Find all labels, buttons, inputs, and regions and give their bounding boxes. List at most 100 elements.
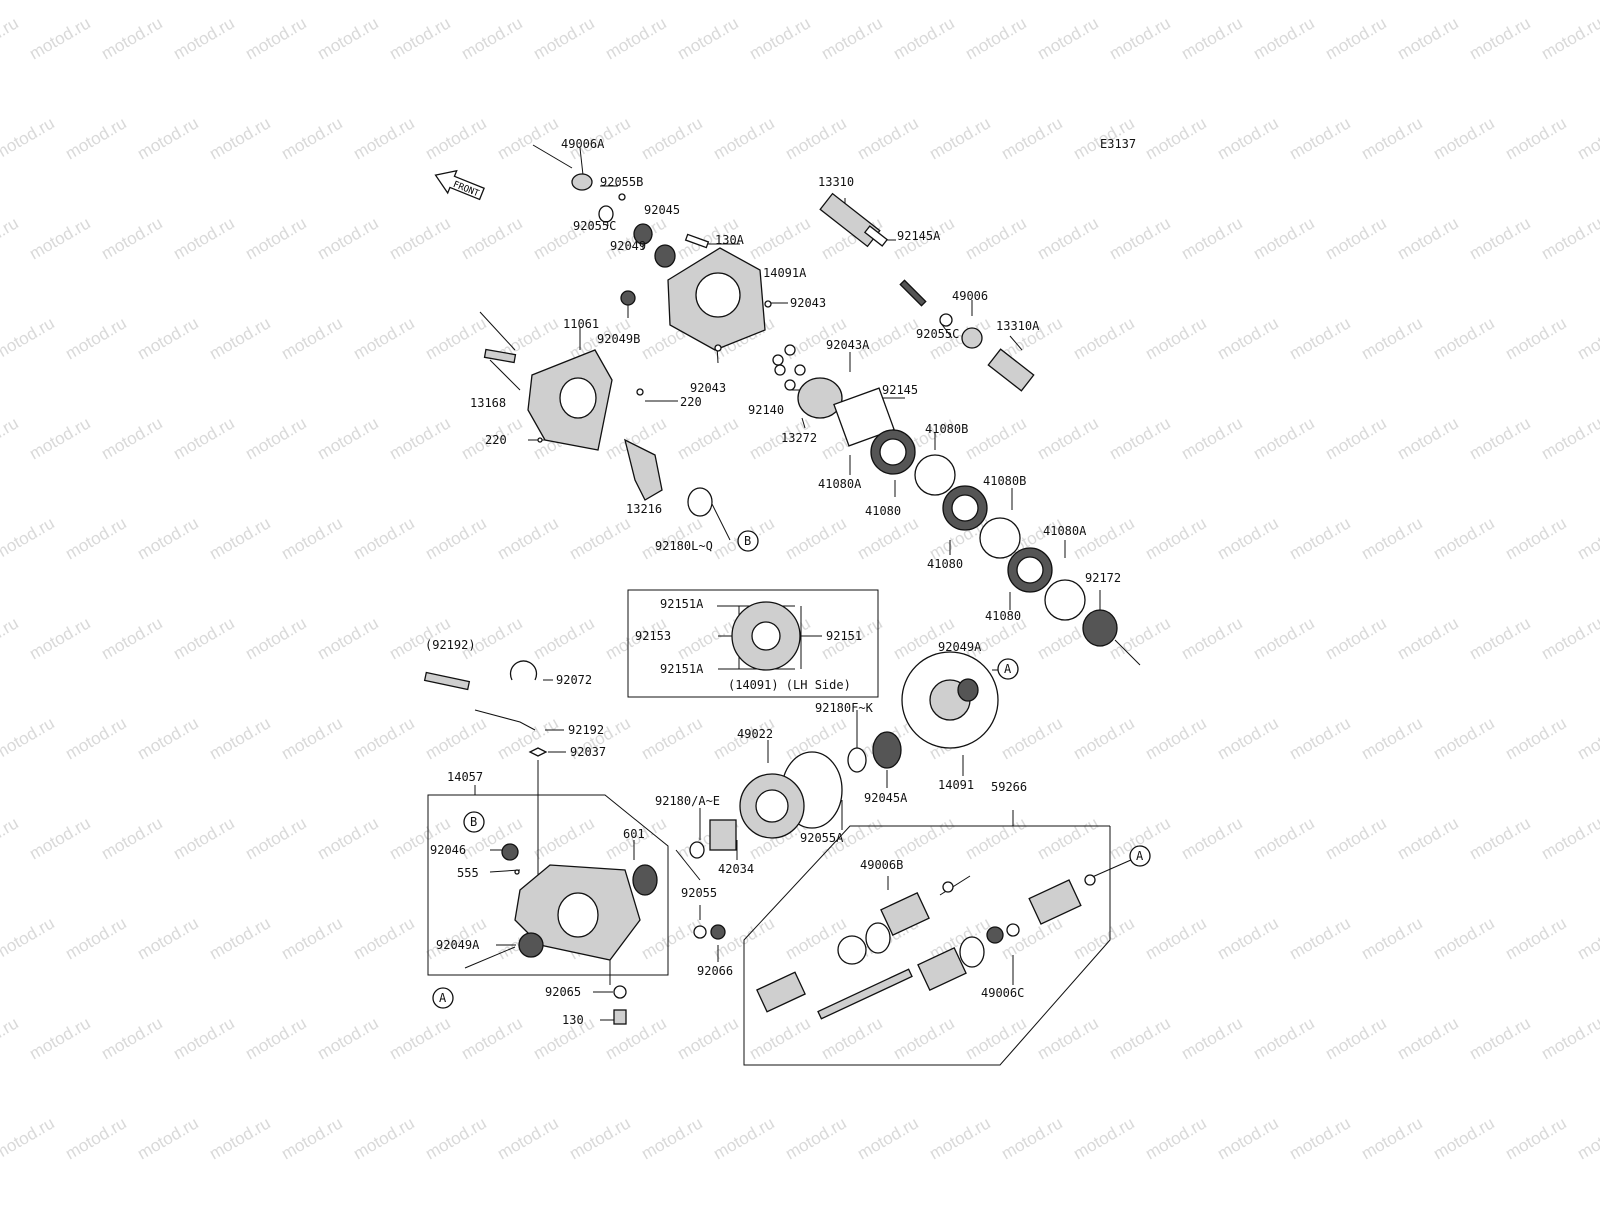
watermark-text: motod.ru: [1286, 713, 1354, 763]
part-label: 14091A: [763, 266, 807, 280]
watermark-text: motod.ru: [314, 813, 382, 863]
part-label: 92046: [430, 843, 466, 857]
watermark-text: motod.ru: [494, 1113, 562, 1163]
watermark-text: motod.ru: [386, 13, 454, 63]
watermark-text: motod.ru: [998, 713, 1066, 763]
watermark-text: motod.ru: [0, 313, 58, 363]
watermark-text: motod.ru: [1250, 413, 1318, 463]
watermark-text: motod.ru: [1538, 13, 1600, 63]
inset-caption: (14091) (LH Side): [728, 678, 851, 692]
watermark-text: motod.ru: [1250, 13, 1318, 63]
watermark-text: motod.ru: [350, 113, 418, 163]
watermark-text: motod.ru: [278, 1113, 346, 1163]
watermark-text: motod.ru: [530, 13, 598, 63]
oring-shape: [598, 205, 614, 223]
part-label: 130: [562, 1013, 584, 1027]
watermark-text: motod.ru: [494, 713, 562, 763]
watermark-text: motod.ru: [1070, 713, 1138, 763]
watermark-text: motod.ru: [1034, 13, 1102, 63]
watermark-text: motod.ru: [314, 213, 382, 263]
part-label: 13310: [818, 175, 854, 189]
watermark-text: motod.ru: [926, 1113, 994, 1163]
watermark-text: motod.ru: [170, 613, 238, 663]
watermark-text: motod.ru: [1214, 913, 1282, 963]
watermark-text: motod.ru: [242, 413, 310, 463]
part-label: 92045: [644, 203, 680, 217]
part-label: 92151A: [660, 662, 704, 676]
pinion-shape: [624, 438, 663, 501]
watermark-text: motod.ru: [206, 113, 274, 163]
watermark-text: motod.ru: [242, 13, 310, 63]
part-label: 92045A: [864, 791, 908, 805]
diagram-code: E3137: [1100, 137, 1136, 151]
watermark-text: motod.ru: [422, 313, 490, 363]
watermark-text: motod.ru: [1466, 613, 1534, 663]
svg-text:A: A: [439, 991, 447, 1005]
watermark-text: motod.ru: [1142, 913, 1210, 963]
watermark-text: motod.ru: [386, 1013, 454, 1063]
watermark-text: motod.ru: [62, 513, 130, 563]
watermark-text: motod.ru: [0, 113, 58, 163]
seal-shape: [633, 223, 653, 245]
part-label: 92153: [635, 629, 671, 643]
watermark-text: motod.ru: [134, 313, 202, 363]
bolt-shape: [684, 233, 710, 249]
watermark-text: motod.ru: [26, 413, 94, 463]
part-label: 13216: [626, 502, 662, 516]
watermark-text: motod.ru: [890, 13, 958, 63]
watermark-text: motod.ru: [62, 913, 130, 963]
watermark-text: motod.ru: [1250, 213, 1318, 263]
watermark-text: motod.ru: [1322, 1013, 1390, 1063]
watermark-text: motod.ru: [1502, 913, 1570, 963]
watermark-text: motod.ru: [530, 813, 598, 863]
watermark-text: motod.ru: [854, 113, 922, 163]
watermark-text: motod.ru: [674, 13, 742, 63]
watermark-text: motod.ru: [170, 1013, 238, 1063]
watermark-text: motod.ru: [1574, 313, 1600, 363]
watermark-text: motod.ru: [1538, 1013, 1600, 1063]
svg-text:B: B: [470, 815, 477, 829]
watermark-text: motod.ru: [1142, 713, 1210, 763]
watermark-text: motod.ru: [1106, 413, 1174, 463]
watermark-text: motod.ru: [1358, 113, 1426, 163]
watermark-text: motod.ru: [1466, 13, 1534, 63]
axle-shaft-shape: [817, 968, 913, 1020]
watermark-text: motod.ru: [818, 1013, 886, 1063]
part-label: 92055B: [600, 175, 643, 189]
watermark-text: motod.ru: [458, 13, 526, 63]
watermark-text: motod.ru: [566, 513, 634, 563]
watermark-text: motod.ru: [1070, 513, 1138, 563]
watermark-text: motod.ru: [1466, 1013, 1534, 1063]
outer-joint-shape: [1028, 879, 1082, 925]
watermark-text: motod.ru: [62, 313, 130, 363]
watermark-text: motod.ru: [1358, 313, 1426, 363]
part-label: 49006C: [981, 986, 1024, 1000]
watermark-text: motod.ru: [1466, 413, 1534, 463]
watermark-text: motod.ru: [0, 813, 22, 863]
watermark-text: motod.ru: [1286, 313, 1354, 363]
watermark-text: motod.ru: [26, 13, 94, 63]
watermark-text: motod.ru: [206, 713, 274, 763]
watermark-text: motod.ru: [1466, 213, 1534, 263]
watermark-text: motod.ru: [314, 413, 382, 463]
watermark-text: motod.ru: [278, 513, 346, 563]
bearing-small-shape: [620, 290, 636, 306]
watermark-text: motod.ru: [1286, 113, 1354, 163]
watermark-text: motod.ru: [1430, 1113, 1498, 1163]
inset-box: [627, 589, 879, 698]
watermark-text: motod.ru: [1502, 513, 1570, 563]
watermark-text: motod.ru: [314, 613, 382, 663]
watermark-text: motod.ru: [0, 1013, 22, 1063]
part-label: 92049A: [436, 938, 480, 952]
watermark-text: motod.ru: [494, 513, 562, 563]
part-label: 92180L~Q: [655, 539, 713, 553]
part-label: 14057: [447, 770, 483, 784]
watermark-text: motod.ru: [1538, 413, 1600, 463]
watermark-text: motod.ru: [170, 213, 238, 263]
part-label: 92180/A~E: [655, 794, 720, 808]
watermark-text: motod.ru: [1430, 713, 1498, 763]
watermark-text: motod.ru: [422, 513, 490, 563]
part-label: 92180F~K: [815, 701, 874, 715]
watermark-text: motod.ru: [1538, 813, 1600, 863]
watermark-text: motod.ru: [854, 1113, 922, 1163]
